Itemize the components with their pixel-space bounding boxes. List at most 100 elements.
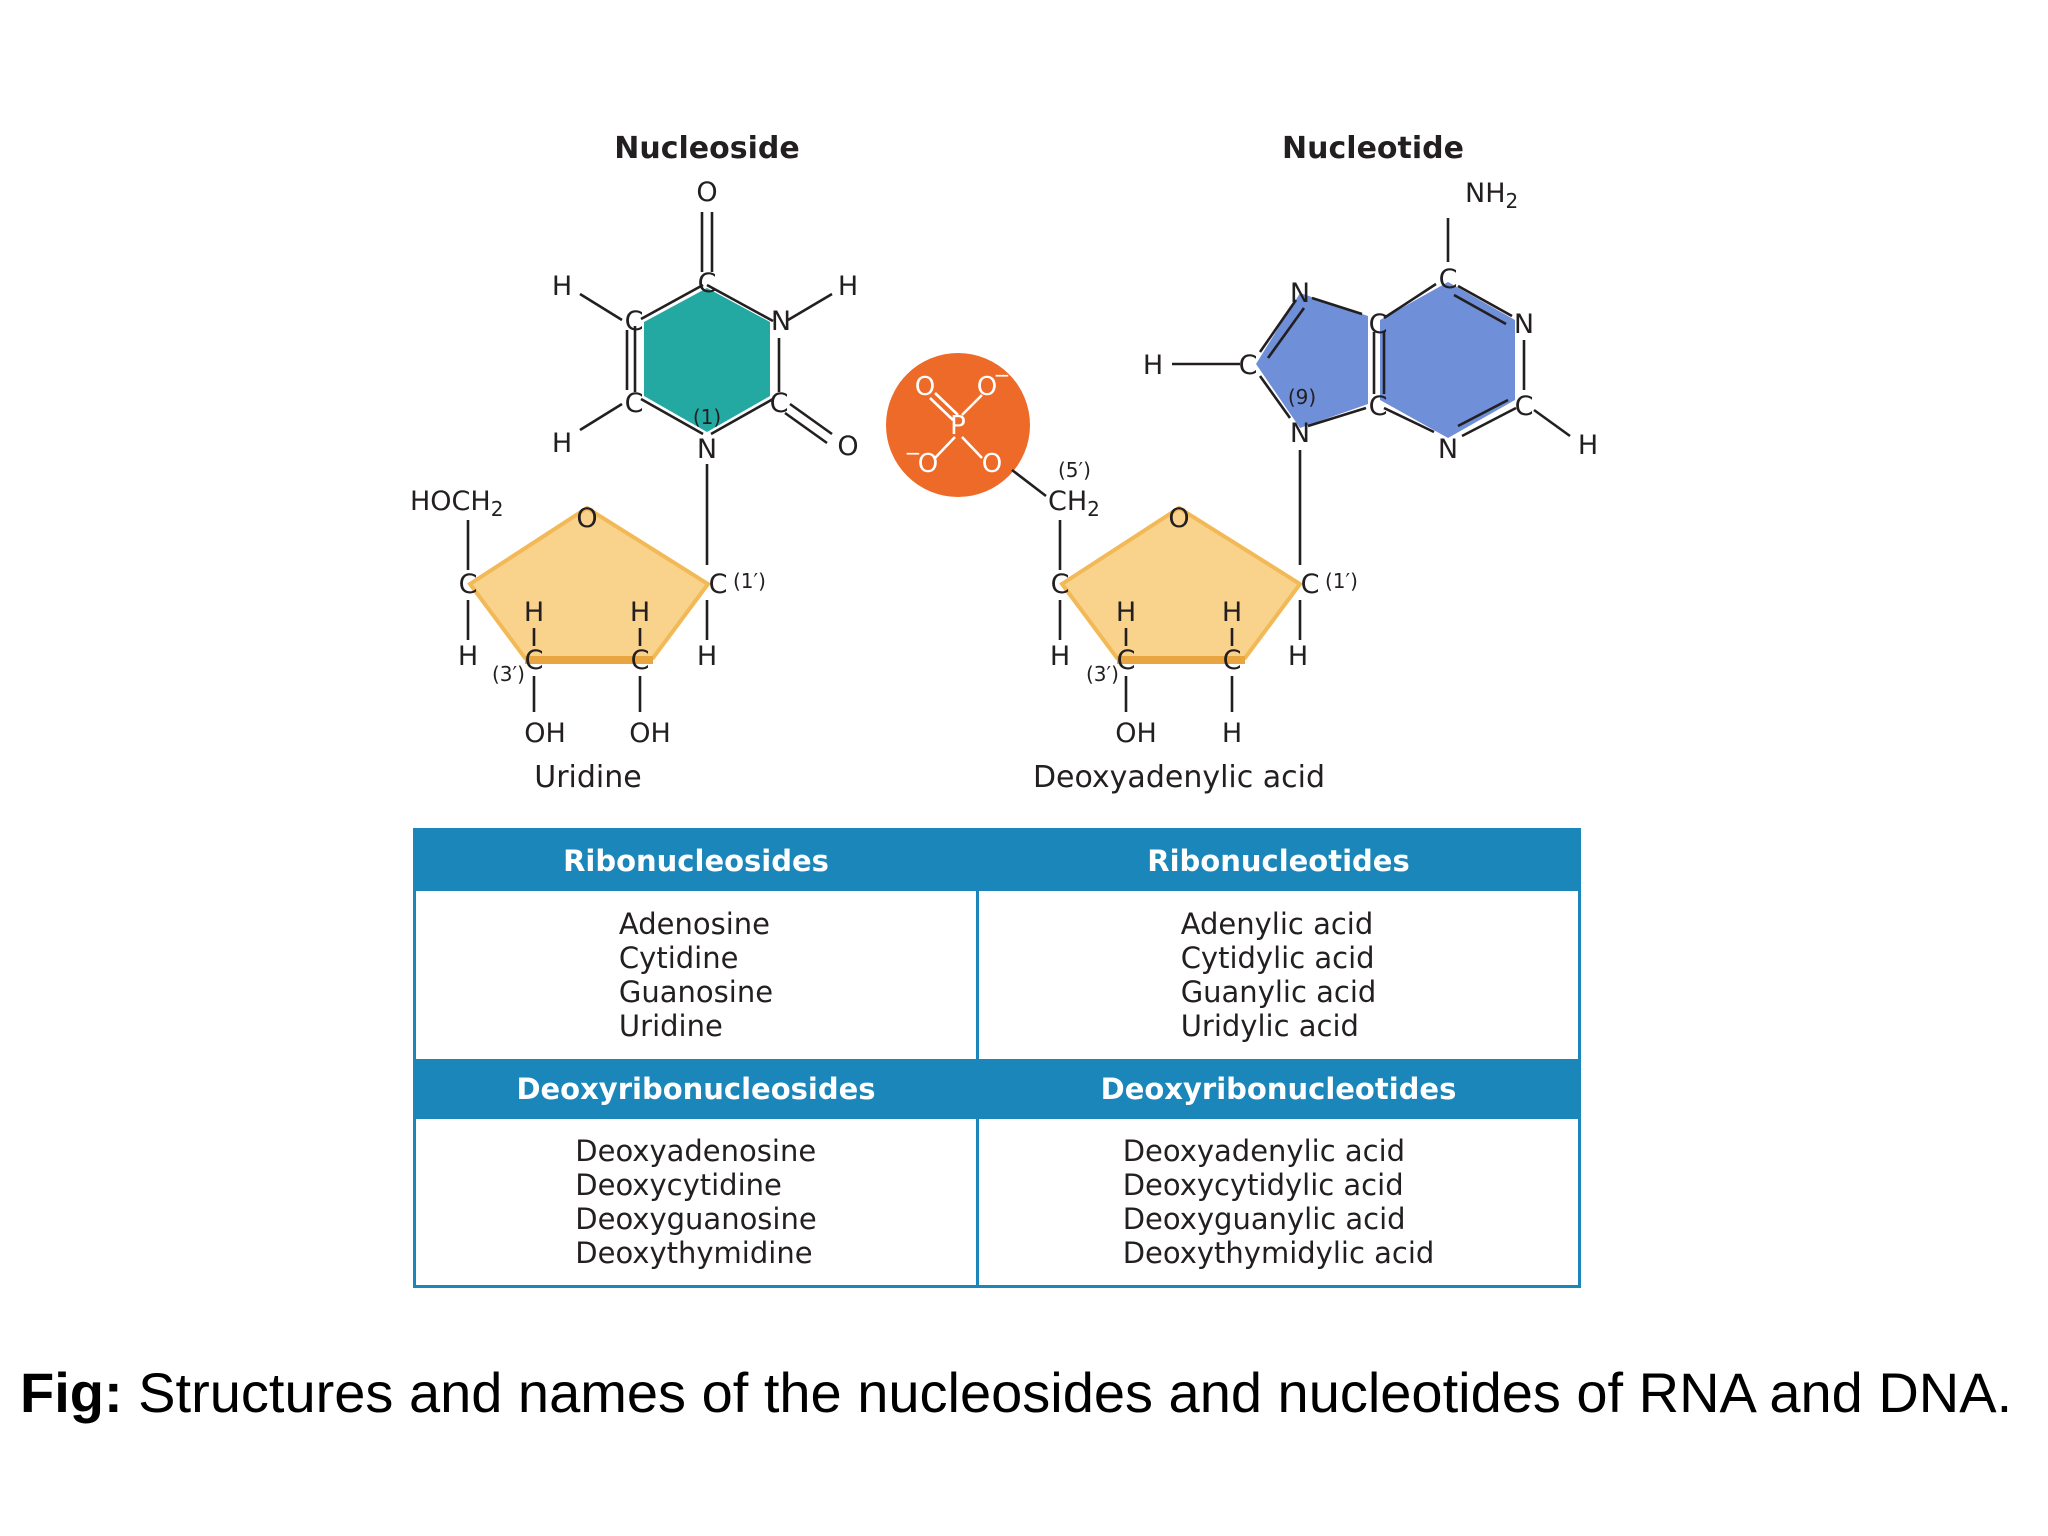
names-table: Ribonucleosides Ribonucleotides Adenosin… — [413, 828, 1581, 1288]
atom-h: H — [1222, 718, 1242, 749]
charge-minus: − — [905, 441, 922, 465]
header-ribonucleotides: Ribonucleotides — [979, 831, 1578, 891]
nucleoside-structure: Nucleoside O C N C N — [410, 131, 859, 795]
atom-h: H — [458, 641, 478, 672]
structure-diagram: Nucleoside O C N C N — [410, 131, 1598, 795]
list-ribonucleosides: Adenosine Cytidine Guanosine Uridine — [619, 907, 773, 1043]
atom-h: H — [630, 597, 650, 628]
atom-c: C — [1369, 309, 1388, 340]
caption-text: Structures and names of the nucleosides … — [122, 1361, 2013, 1424]
adenine-six-ring — [1380, 282, 1515, 438]
atom-h: H — [1288, 641, 1308, 672]
position-label-1-prime: (1′) — [733, 569, 766, 593]
nucleotide-structure: Nucleotide NH2 C — [1033, 131, 1598, 795]
header-ribonucleosides: Ribonucleosides — [416, 831, 976, 891]
hydroxyl-2-prime: OH — [629, 718, 671, 749]
phosphate-oxygen: O — [977, 372, 997, 402]
phosphate-group: P O O − O − O — [886, 353, 1047, 498]
atom-h: H — [1116, 597, 1136, 628]
list-item: Cytidylic acid — [1180, 941, 1375, 975]
cell-deoxyribonucleotides: Deoxyadenylic acid Deoxycytidylic acid D… — [979, 1119, 1578, 1285]
position-label-3-prime: (3′) — [492, 662, 525, 686]
atom-n: N — [1514, 309, 1534, 340]
position-label-9: (9) — [1288, 385, 1316, 409]
list-item: Deoxyguanosine — [575, 1202, 817, 1236]
list-item: Deoxyadenylic acid — [1122, 1134, 1406, 1168]
list-ribonucleotides: Adenylic acid Cytidylic acid Guanylic ac… — [1181, 907, 1377, 1043]
list-item: Uridylic acid — [1180, 1009, 1359, 1043]
header-deoxyribonucleotides: Deoxyribonucleotides — [979, 1059, 1578, 1119]
column-divider — [976, 831, 979, 1285]
list-item: Adenosine — [618, 907, 771, 941]
hydroxyl-3-prime: OH — [1115, 718, 1157, 749]
position-label-1: (1) — [693, 405, 721, 429]
nucleotide-name: Deoxyadenylic acid — [1033, 760, 1325, 795]
atom-n: N — [1438, 434, 1458, 465]
list-item: Deoxyadenosine — [575, 1134, 817, 1168]
atom-c1-prime: C — [709, 569, 728, 600]
atom-h: H — [1143, 350, 1163, 381]
atom-h: H — [838, 271, 858, 302]
amino-group: NH2 — [1465, 178, 1518, 213]
atom-c3-prime: C — [525, 645, 544, 676]
atom-n9: N — [1290, 418, 1310, 449]
nucleotide-title: Nucleotide — [1282, 131, 1464, 166]
cell-ribonucleotides: Adenylic acid Cytidylic acid Guanylic ac… — [979, 891, 1578, 1059]
atom-c: C — [1239, 350, 1258, 381]
charge-minus: − — [994, 363, 1011, 387]
atom-c: C — [625, 306, 644, 337]
phosphate-oxygen: O — [982, 449, 1002, 479]
figure-caption: Fig: Structures and names of the nucleos… — [20, 1360, 2012, 1425]
position-label-3-prime: (3′) — [1086, 662, 1119, 686]
uracil-bonds — [579, 212, 833, 445]
atom-c: C — [1439, 264, 1458, 295]
atom-o: O — [837, 431, 858, 462]
list-item: Uridine — [618, 1009, 723, 1043]
adenine-five-ring — [1256, 293, 1368, 428]
position-label-5-prime: (5′) — [1058, 458, 1091, 482]
caption-prefix: Fig: — [20, 1361, 123, 1424]
ch2-group: CH2 — [1048, 486, 1100, 521]
cell-deoxyribonucleosides: Deoxyadenosine Deoxycytidine Deoxyguanos… — [416, 1119, 976, 1285]
atom-n: N — [1290, 278, 1310, 309]
list-item: Cytidine — [618, 941, 739, 975]
atom-n: N — [771, 306, 791, 337]
list-deoxyribonucleotides: Deoxyadenylic acid Deoxycytidylic acid D… — [1123, 1134, 1435, 1270]
nucleoside-title: Nucleoside — [614, 131, 799, 166]
atom-c2-prime: C — [1223, 645, 1242, 676]
atom-h: H — [1050, 641, 1070, 672]
atom-c1-prime: C — [1301, 569, 1320, 600]
list-item: Deoxyguanylic acid — [1122, 1202, 1406, 1236]
uracil-ring — [644, 288, 770, 432]
list-item: Guanosine — [618, 975, 774, 1009]
list-item: Guanylic acid — [1180, 975, 1377, 1009]
atom-h: H — [552, 271, 572, 302]
atom-c: C — [770, 388, 789, 419]
ring-oxygen: O — [576, 503, 597, 534]
atom-c: C — [1369, 391, 1388, 422]
phosphorus-atom: P — [950, 411, 966, 441]
list-item: Deoxythymidine — [575, 1236, 813, 1270]
atom-o: O — [696, 177, 717, 208]
phosphate-oxygen: O — [915, 372, 935, 402]
atom-c: C — [1515, 391, 1534, 422]
list-item: Deoxycytidine — [575, 1168, 782, 1202]
list-item: Adenylic acid — [1180, 907, 1374, 941]
phosphate-oxygen: O — [918, 449, 938, 479]
list-item: Deoxythymidylic acid — [1122, 1236, 1435, 1270]
atom-h: H — [1222, 597, 1242, 628]
atom-h: H — [1578, 430, 1598, 461]
hydroxyl-3-prime: OH — [524, 718, 566, 749]
atom-c: C — [698, 268, 717, 299]
atom-c3-prime: C — [1117, 645, 1136, 676]
cell-ribonucleosides: Adenosine Cytidine Guanosine Uridine — [416, 891, 976, 1059]
atom-c: C — [625, 388, 644, 419]
position-label-1-prime: (1′) — [1325, 569, 1358, 593]
adenine-bonds — [1172, 218, 1571, 438]
nucleoside-name: Uridine — [534, 760, 641, 795]
atom-h: H — [552, 428, 572, 459]
atom-h: H — [697, 641, 717, 672]
atom-c4-prime: C — [1051, 569, 1070, 600]
atom-n1: N — [697, 434, 717, 465]
phosphate-circle — [886, 353, 1030, 497]
